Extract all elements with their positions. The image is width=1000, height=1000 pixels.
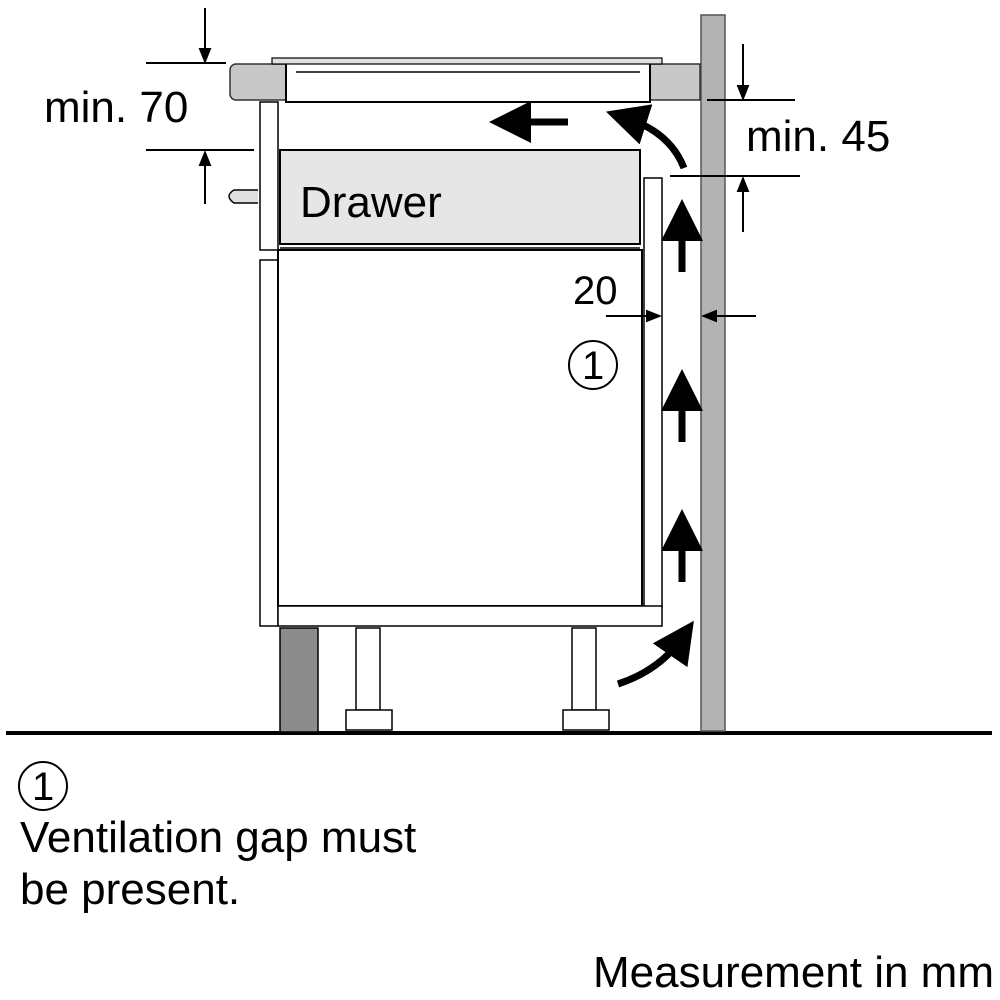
legend-number: 1 <box>32 765 54 809</box>
hob-glass <box>271 57 663 65</box>
cabinet-back-panel <box>643 177 663 609</box>
gap-label: 20 <box>573 269 618 313</box>
airflow-arrow-curve-top <box>605 104 688 170</box>
callout-circle <box>568 340 618 390</box>
dim70-label: min. 70 <box>44 83 188 132</box>
leg-left <box>355 627 381 711</box>
callout-number: 1 <box>582 344 604 388</box>
legend-line-1: Ventilation gap must <box>20 813 417 862</box>
drawer-label: Drawer <box>300 178 442 227</box>
worktop-right <box>645 63 701 101</box>
drawer-handle <box>228 189 258 204</box>
worktop-left <box>229 63 291 101</box>
drawer <box>279 149 641 245</box>
hob <box>285 59 651 103</box>
units-note: Measurement in mm <box>592 948 994 997</box>
legend-text: Ventilation gap must be present. <box>20 812 416 916</box>
cabinet-body <box>277 249 643 607</box>
front-upper-panel <box>259 101 279 251</box>
cabinet-base <box>277 605 663 627</box>
leg-right <box>571 627 597 711</box>
legend-callout-circle: 1 <box>18 761 68 811</box>
wall <box>700 14 726 732</box>
airflow-arrow-intake <box>616 620 694 688</box>
legend-line-2: be present. <box>20 865 241 914</box>
dim45-label: min. 45 <box>746 112 890 161</box>
foot-left <box>345 709 393 731</box>
foot-right <box>562 709 610 731</box>
front-lower-panel <box>259 259 279 627</box>
plinth <box>279 627 319 733</box>
